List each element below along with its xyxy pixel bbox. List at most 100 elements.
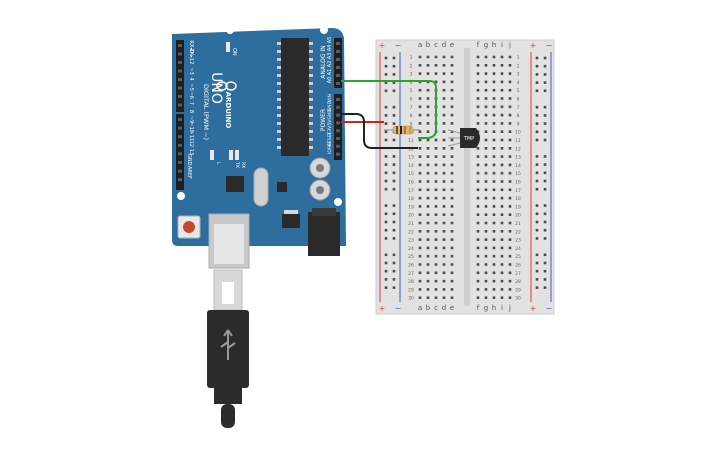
breadboard-hole[interactable] — [492, 113, 496, 117]
breadboard-hole[interactable] — [434, 196, 438, 200]
rail-hole[interactable] — [535, 253, 539, 257]
breadboard-hole[interactable] — [492, 288, 496, 291]
rail-hole[interactable] — [543, 105, 547, 109]
breadboard-hole[interactable] — [450, 205, 454, 208]
breadboard-hole[interactable] — [418, 246, 422, 250]
breadboard-hole[interactable] — [484, 97, 488, 100]
rail-hole[interactable] — [384, 212, 388, 216]
breadboard-hole[interactable] — [418, 238, 422, 241]
breadboard-hole[interactable] — [500, 180, 504, 183]
header-hole[interactable] — [178, 143, 182, 147]
breadboard-hole[interactable] — [500, 288, 504, 291]
breadboard-hole[interactable] — [450, 64, 454, 67]
breadboard-hole[interactable] — [476, 155, 480, 158]
rail-hole[interactable] — [392, 237, 396, 240]
breadboard-hole[interactable] — [450, 254, 454, 258]
rail-hole[interactable] — [535, 220, 539, 224]
breadboard-hole[interactable] — [418, 213, 422, 216]
breadboard-hole[interactable] — [508, 64, 512, 67]
breadboard-hole[interactable] — [476, 246, 480, 250]
breadboard-hole[interactable] — [450, 147, 454, 150]
breadboard-hole[interactable] — [476, 254, 480, 258]
breadboard-hole[interactable] — [418, 105, 422, 109]
rail-hole[interactable] — [392, 155, 396, 158]
breadboard-hole[interactable] — [484, 205, 488, 208]
breadboard-hole[interactable] — [442, 105, 446, 109]
breadboard-hole[interactable] — [492, 64, 496, 67]
breadboard-hole[interactable] — [434, 246, 438, 250]
breadboard-hole[interactable] — [500, 271, 504, 275]
rail-hole[interactable] — [384, 122, 388, 125]
rail-hole[interactable] — [535, 163, 539, 166]
breadboard-hole[interactable] — [476, 122, 480, 125]
breadboard-hole[interactable] — [418, 171, 422, 175]
breadboard-hole[interactable] — [476, 288, 480, 291]
breadboard-hole[interactable] — [434, 271, 438, 275]
header-hole[interactable] — [336, 105, 340, 109]
breadboard-hole[interactable] — [434, 213, 438, 216]
breadboard-hole[interactable] — [484, 105, 488, 109]
breadboard-hole[interactable] — [500, 238, 504, 241]
breadboard-hole[interactable] — [418, 147, 422, 150]
breadboard-hole[interactable] — [450, 196, 454, 200]
breadboard-hole[interactable] — [442, 130, 446, 133]
rail-hole[interactable] — [543, 130, 547, 134]
breadboard-hole[interactable] — [476, 113, 480, 117]
breadboard-hole[interactable] — [508, 296, 512, 299]
header-hole[interactable] — [178, 103, 182, 107]
breadboard-hole[interactable] — [500, 263, 504, 266]
breadboard-hole[interactable] — [492, 147, 496, 150]
breadboard-hole[interactable] — [492, 271, 496, 275]
breadboard-hole[interactable] — [450, 271, 454, 275]
breadboard-hole[interactable] — [442, 88, 446, 92]
breadboard-hole[interactable] — [418, 163, 422, 167]
breadboard-hole[interactable] — [426, 205, 430, 208]
breadboard-hole[interactable] — [492, 238, 496, 241]
rail-hole[interactable] — [535, 269, 539, 273]
breadboard-hole[interactable] — [484, 196, 488, 200]
breadboard-hole[interactable] — [426, 72, 430, 75]
header-hole[interactable] — [336, 82, 340, 85]
breadboard-hole[interactable] — [484, 271, 488, 275]
rail-hole[interactable] — [392, 81, 396, 84]
breadboard-hole[interactable] — [500, 155, 504, 158]
rail-hole[interactable] — [543, 253, 547, 257]
breadboard-hole[interactable] — [450, 97, 454, 100]
rail-hole[interactable] — [543, 122, 547, 125]
breadboard-hole[interactable] — [484, 238, 488, 241]
breadboard-hole[interactable] — [426, 88, 430, 92]
rail-hole[interactable] — [392, 204, 396, 207]
breadboard-hole[interactable] — [442, 254, 446, 258]
breadboard-hole[interactable] — [492, 263, 496, 266]
rail-hole[interactable] — [384, 171, 388, 175]
rail-hole[interactable] — [535, 261, 539, 265]
breadboard-hole[interactable] — [500, 205, 504, 208]
rail-hole[interactable] — [392, 122, 396, 125]
breadboard-hole[interactable] — [508, 230, 512, 233]
header-hole[interactable] — [178, 95, 182, 98]
rail-hole[interactable] — [392, 73, 396, 76]
rail-hole[interactable] — [535, 105, 539, 109]
breadboard-hole[interactable] — [484, 130, 488, 133]
breadboard-hole[interactable] — [450, 238, 454, 241]
breadboard-hole[interactable] — [426, 296, 430, 299]
breadboard-hole[interactable] — [484, 163, 488, 167]
rail-hole[interactable] — [535, 155, 539, 158]
breadboard-hole[interactable] — [442, 180, 446, 183]
breadboard-hole[interactable] — [492, 88, 496, 92]
breadboard-hole[interactable] — [442, 171, 446, 175]
breadboard-hole[interactable] — [442, 288, 446, 291]
breadboard-hole[interactable] — [508, 113, 512, 117]
rail-hole[interactable] — [384, 56, 388, 60]
breadboard-hole[interactable] — [450, 188, 454, 192]
breadboard-hole[interactable] — [442, 188, 446, 192]
rail-hole[interactable] — [384, 228, 388, 232]
header-hole[interactable] — [178, 169, 182, 173]
rail-hole[interactable] — [543, 138, 547, 142]
breadboard-hole[interactable] — [476, 147, 480, 150]
rail-hole[interactable] — [392, 64, 396, 68]
breadboard-hole[interactable] — [484, 64, 488, 67]
breadboard-hole[interactable] — [434, 296, 438, 299]
breadboard-hole[interactable] — [500, 171, 504, 175]
breadboard-hole[interactable] — [484, 155, 488, 158]
